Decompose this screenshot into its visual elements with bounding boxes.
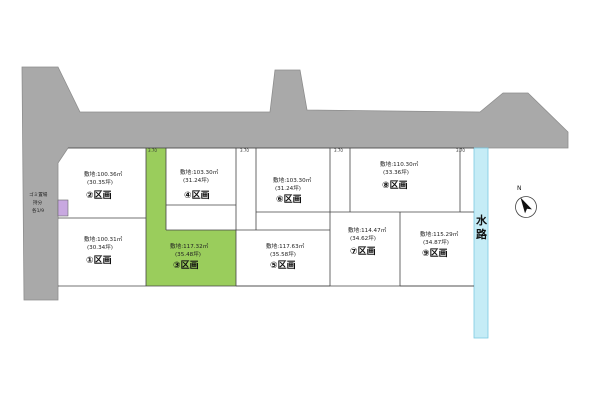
lot-tsubo: (30.34坪) [87, 243, 113, 251]
lot-name: ⑨区画 [422, 248, 448, 259]
road-width-mark: 3.70 [456, 148, 465, 153]
lot-3[interactable]: 敷地:117.32㎡ (35.48坪) ③区画 [170, 242, 209, 271]
lot-tsubo: (35.48坪) [175, 250, 201, 258]
lot-tsubo: (34.62坪) [350, 234, 376, 242]
lot-area: 敷地:117.32㎡ [170, 242, 209, 250]
lot-boundaries [58, 147, 474, 287]
waterway-label-1: 水 [476, 213, 488, 227]
lot-name: ②区画 [86, 190, 112, 201]
garbage-station-ratio: 各1/9 [32, 207, 44, 214]
lot-2[interactable]: 敷地:100.36㎡ (30.35坪) ②区画 [84, 170, 123, 201]
lot-name: ④区画 [184, 190, 210, 201]
north-label: N [517, 185, 522, 192]
lot-area: 敷地:100.36㎡ [84, 170, 123, 178]
lot-area: 敷地:110.30㎡ [380, 160, 419, 168]
garbage-station-label: ゴミ置場 [29, 191, 48, 198]
lot-area: 敷地:103.30㎡ [180, 168, 219, 176]
lot-5[interactable]: 敷地:117.63㎡ (35.58坪) ⑤区画 [266, 242, 305, 271]
road-width-mark: 3.70 [148, 148, 157, 153]
lot-name: ③区画 [173, 260, 199, 271]
lot-name: ⑦区画 [350, 246, 376, 257]
lot-area: 敷地:103.30㎡ [273, 176, 312, 184]
garbage-station-share: 持分 [33, 199, 43, 206]
lot-8[interactable]: 敷地:110.30㎡ (33.36坪) ⑧区画 [380, 160, 419, 191]
waterway [473, 147, 489, 339]
lot-tsubo: (34.87坪) [423, 238, 449, 246]
lot-1[interactable]: 敷地:100.31㎡ (30.34坪) ①区画 [84, 235, 123, 266]
lot-name: ⑤区画 [270, 260, 296, 271]
lot-7[interactable]: 敷地:114.47㎡ (34.62坪) ⑦区画 [348, 226, 387, 257]
lot-6[interactable]: 敷地:103.30㎡ (31.24坪) ⑥区画 [273, 176, 312, 205]
garbage-station-area [57, 199, 69, 217]
north-arrow-icon [515, 196, 537, 218]
lot-tsubo: (31.24坪) [183, 176, 209, 184]
lot-tsubo: (31.24坪) [275, 184, 301, 192]
road-width-mark: 3.70 [334, 148, 343, 153]
lot-4[interactable]: 敷地:103.30㎡ (31.24坪) ④区画 [180, 168, 219, 201]
waterway-label-2: 路 [476, 227, 488, 241]
lot-name: ⑧区画 [382, 180, 408, 191]
lot-name: ⑥区画 [276, 194, 302, 205]
lot-tsubo: (33.36坪) [383, 168, 409, 176]
lot-area: 敷地:115.29㎡ [420, 230, 459, 238]
lot-area: 敷地:117.63㎡ [266, 242, 305, 250]
lot-3-highlight [146, 148, 236, 286]
lot-name: ①区画 [86, 255, 112, 266]
lot-area: 敷地:114.47㎡ [348, 226, 387, 234]
road-width-mark: 3.70 [240, 148, 249, 153]
lot-9[interactable]: 敷地:115.29㎡ (34.87坪) ⑨区画 [420, 230, 459, 259]
lot-tsubo: (35.58坪) [270, 250, 296, 258]
lot-area: 敷地:100.31㎡ [84, 235, 123, 243]
lot-tsubo: (30.35坪) [87, 178, 113, 186]
